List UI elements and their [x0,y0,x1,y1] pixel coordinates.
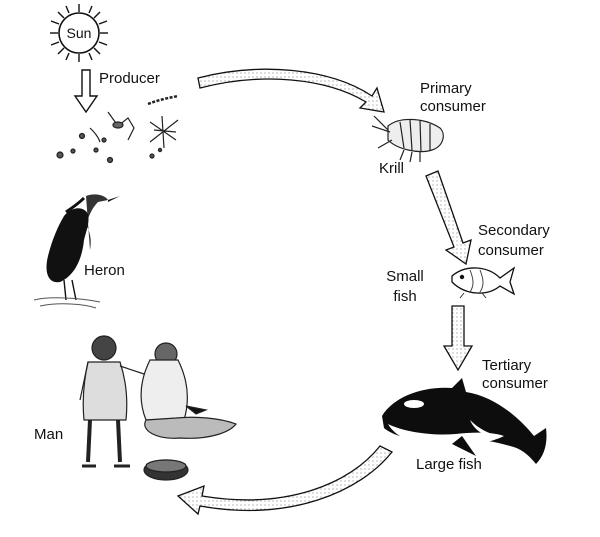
sun-to-producer-arrow [73,69,99,114]
small-fish-label-line2: fish [393,288,417,305]
small-fish-icon [451,266,516,299]
large-fish-orca-icon [382,378,547,464]
tertiary-consumer-label-line1: Tertiary [482,357,532,374]
sun-label: Sun [67,25,92,41]
producer-plankton-icon [56,94,179,164]
heron-icon [33,194,120,309]
secondary-consumer-label-line2: consumer [478,242,544,259]
heron-label: Heron [84,262,125,279]
small-fish-label-line1: Small [386,268,424,285]
tertiary-consumer-label-line2: consumer [482,375,548,392]
sun-icon: Sun [50,4,108,62]
large-fish-label: Large fish [416,456,482,473]
secondary-consumer-label-line1: Secondary [478,222,550,239]
primary-consumer-label-line1: Primary [420,80,472,97]
arrow-krill-to-smallfish [425,170,472,266]
man-fisherman-icon [79,335,237,481]
krill-icon [371,115,444,163]
primary-consumer-label-line2: consumer [420,98,486,115]
arrow-smallfish-to-largefish [442,305,474,372]
man-label: Man [34,426,64,443]
arrow-largefish-to-man [176,445,394,516]
producer-label: Producer [99,70,160,87]
krill-label: Krill [379,160,404,177]
arrow-producer-to-krill [197,68,385,113]
